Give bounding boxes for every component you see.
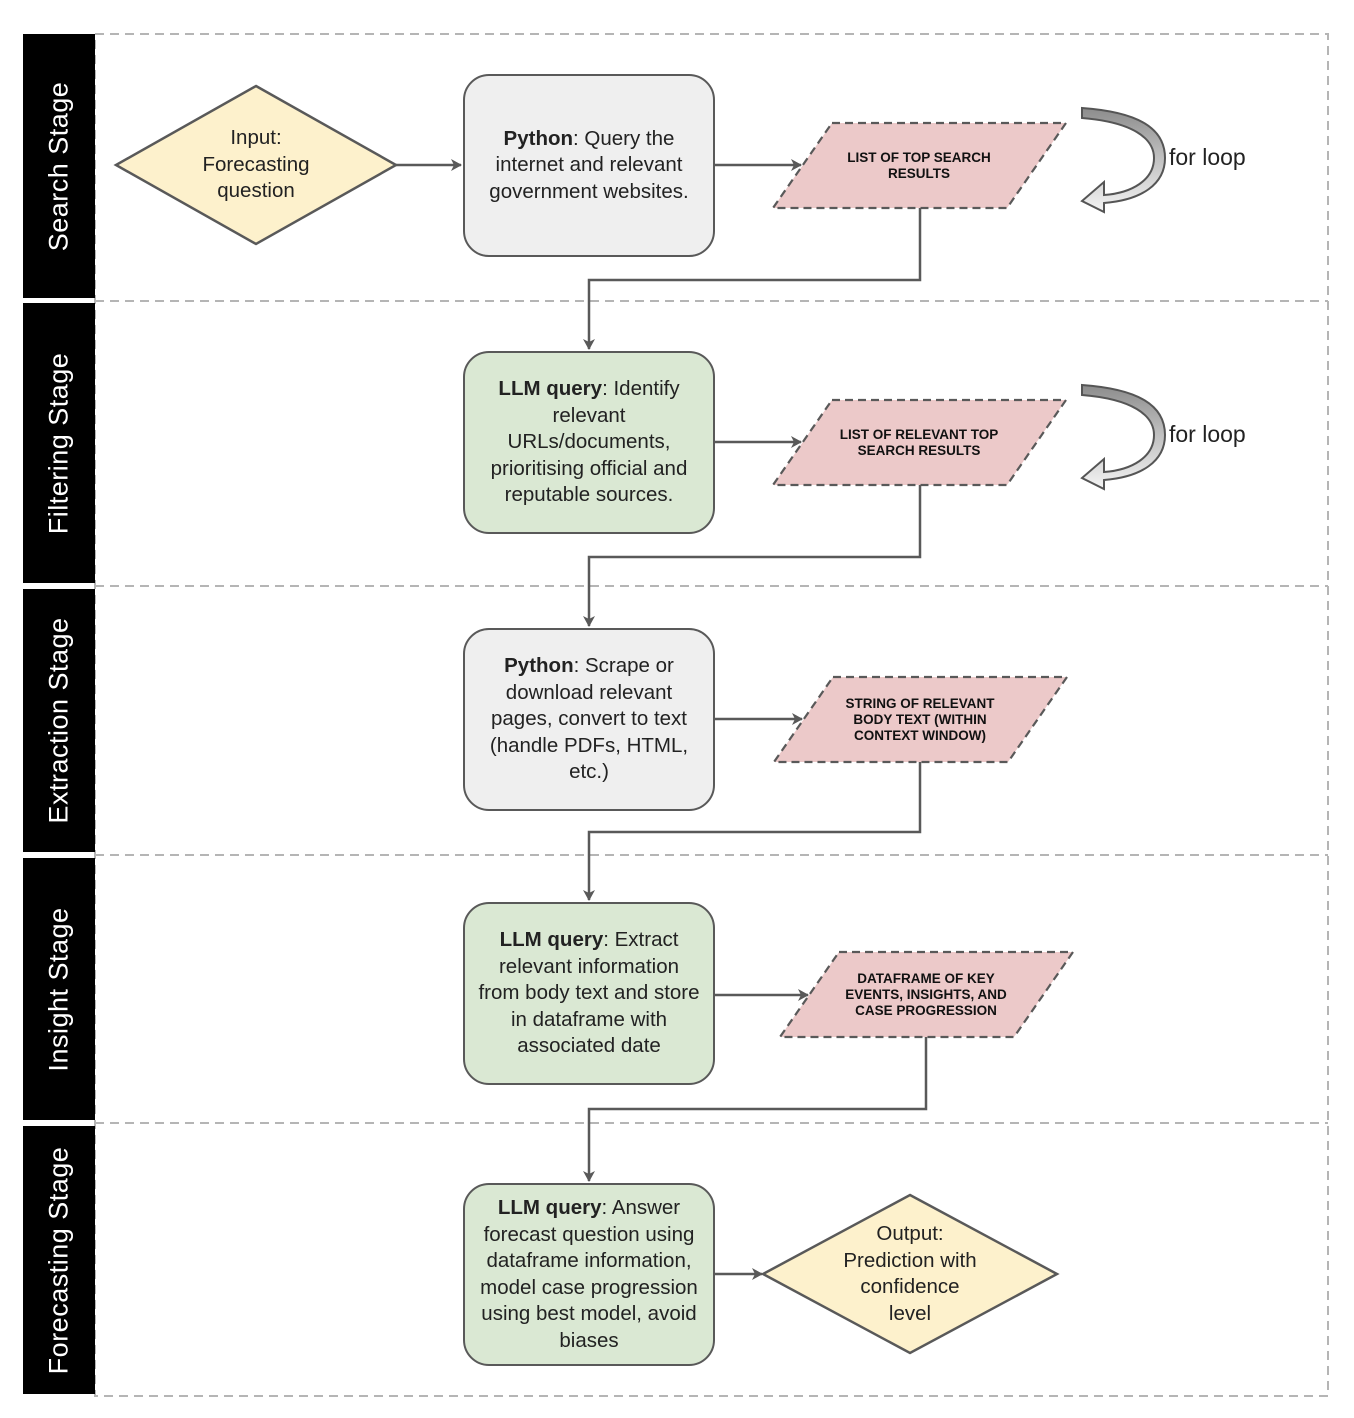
data-output-shape-3 xyxy=(771,675,1070,764)
output-text: Output: Prediction with confidence level xyxy=(843,1222,977,1325)
connector-insight-to-forecast xyxy=(583,1037,928,1182)
input-diamond xyxy=(113,84,399,246)
loop-label-search: for loop xyxy=(1169,144,1246,170)
stage-label-extraction: Extraction Stage xyxy=(23,589,95,852)
data-output-shape-4 xyxy=(777,950,1076,1039)
stage-label-search: Search Stage xyxy=(23,34,95,298)
data-output-2: LIST OF RELEVANT TOP SEARCH RESULTS xyxy=(839,427,999,458)
process-insight-query: LLM query: Extract relevant information … xyxy=(463,902,715,1085)
output-diamond xyxy=(760,1193,1060,1355)
connector-extract-to-insight xyxy=(583,762,922,901)
data-output-shape-1 xyxy=(770,121,1069,210)
diagram-frame xyxy=(94,33,1329,1397)
stage-label-filtering: Filtering Stage xyxy=(23,303,95,583)
connector-filter-to-extract xyxy=(583,485,922,627)
loop-arrow-icon xyxy=(1080,383,1167,491)
data-output-4: DATAFRAME OF KEY EVENTS, INSIGHTS, AND C… xyxy=(845,971,1007,1018)
data-output-shape-2 xyxy=(770,398,1069,487)
loop-arrow-icon xyxy=(1080,106,1167,214)
stage-label-forecasting: Forecasting Stage xyxy=(23,1126,95,1394)
connector-search-to-filter xyxy=(583,208,922,350)
loop-label-filtering: for loop xyxy=(1169,421,1246,447)
input-text: Input: Forecasting question xyxy=(202,126,310,203)
data-output-3: STRING OF RELEVANT BODY TEXT (WITHIN CON… xyxy=(845,696,995,743)
process-search-query: Python: Query the internet and relevant … xyxy=(463,74,715,257)
stage-label-insight: Insight Stage xyxy=(23,858,95,1120)
process-filter-query: LLM query: Identify relevant URLs/docume… xyxy=(463,351,715,534)
process-extract-query: Python: Scrape or download relevant page… xyxy=(463,628,715,811)
process-forecast-query: LLM query: Answer forecast question usin… xyxy=(463,1183,715,1366)
data-output-1: LIST OF TOP SEARCH RESULTS xyxy=(847,150,991,181)
